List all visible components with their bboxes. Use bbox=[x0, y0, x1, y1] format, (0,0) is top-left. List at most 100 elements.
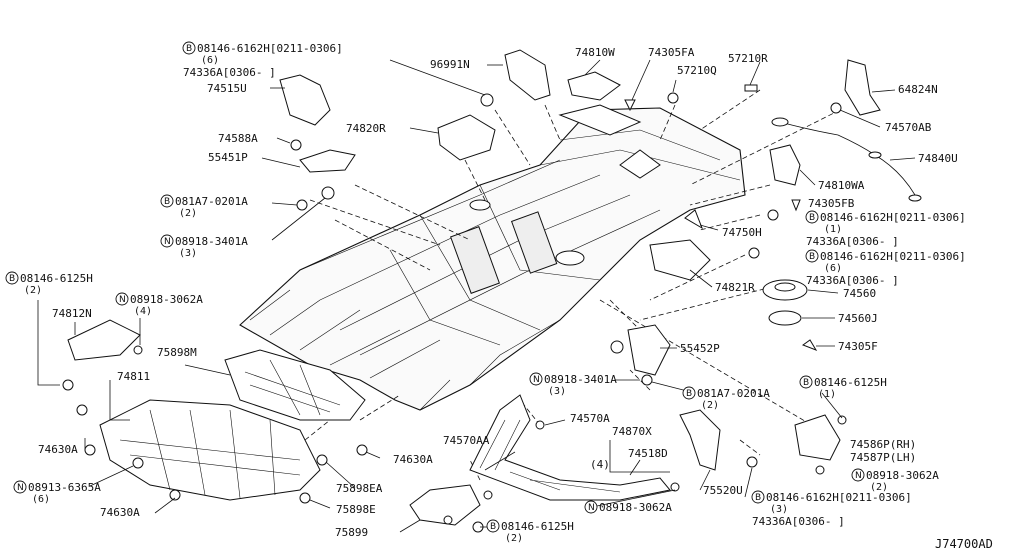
part-number: 74812N bbox=[52, 307, 92, 320]
quantity: (6) bbox=[32, 494, 50, 505]
callout-p-75898ea: 75898EA bbox=[336, 482, 383, 495]
nut-symbol-icon bbox=[115, 292, 129, 306]
part-number: 08146-6125H bbox=[20, 272, 93, 285]
part-number: 64824N bbox=[898, 83, 938, 96]
part-shapes bbox=[62, 49, 922, 533]
part-number: 74305F bbox=[838, 340, 878, 353]
bolt-symbol-icon bbox=[5, 271, 19, 285]
part-number: 74810WA bbox=[818, 179, 865, 192]
part-number: 08146-6162H[0211-0306] bbox=[820, 211, 966, 224]
bolt-symbol-icon bbox=[682, 386, 696, 400]
part-number: 74586P(RH) bbox=[850, 438, 916, 451]
floor-pan bbox=[239, 104, 746, 411]
callout-p-74560j: 74560J bbox=[838, 312, 878, 325]
callout-p-74821r: 74821R bbox=[715, 281, 755, 294]
part-number: 08146-6162H[0211-0306] bbox=[197, 42, 343, 55]
bracket-75520u bbox=[679, 409, 721, 471]
part-number: 74515U bbox=[207, 82, 247, 95]
part-number: 74305FA bbox=[648, 46, 695, 59]
part-number: 08146-6125H bbox=[501, 520, 574, 533]
part-number: 74630A bbox=[100, 506, 140, 519]
callout-p-74810wa: 74810WA bbox=[818, 179, 865, 192]
callout-qty-4: (4) bbox=[590, 458, 610, 471]
callout-code: N bbox=[119, 295, 126, 305]
leader-lines bbox=[37, 59, 916, 533]
callout-p-74840u: 74840U bbox=[918, 152, 958, 165]
callout-p-55451p: 55451P bbox=[208, 151, 248, 164]
quantity: (4) bbox=[134, 306, 152, 317]
callout-code: N bbox=[588, 503, 595, 513]
callout-code: N bbox=[855, 471, 862, 481]
bracket-74810w bbox=[567, 71, 621, 101]
bolt-symbol-icon bbox=[486, 519, 500, 533]
quantity: (6) bbox=[824, 263, 842, 274]
callout-p-74587p: 74587P(LH) bbox=[850, 451, 916, 464]
callout-code: B bbox=[490, 522, 496, 532]
quantity: (3) bbox=[548, 386, 566, 397]
part-number: 55451P bbox=[208, 151, 248, 164]
part-number: 74570A bbox=[570, 412, 610, 425]
bracket-74515u bbox=[279, 74, 331, 126]
part-number: 74518D bbox=[628, 447, 668, 460]
part-number: 75898E bbox=[336, 503, 376, 516]
part-number: 74870X bbox=[612, 425, 652, 438]
callout-code: B bbox=[755, 493, 761, 503]
bracket-74586p bbox=[794, 414, 841, 461]
quantity: (1) bbox=[824, 224, 842, 235]
part-number: (4) bbox=[590, 458, 610, 471]
part-number: 74840U bbox=[918, 152, 958, 165]
callout-p-74630a-1: 74630A bbox=[38, 443, 78, 456]
callout-code: B bbox=[803, 378, 809, 388]
part-number: 55452P bbox=[680, 342, 720, 355]
callout-p-74811: 74811 bbox=[117, 370, 150, 383]
callout-p-74586p: 74586P(RH) bbox=[850, 438, 916, 451]
callout-p-64824n: 64824N bbox=[898, 83, 938, 96]
part-number: 75520U bbox=[703, 484, 743, 497]
part-number: 74811 bbox=[117, 370, 150, 383]
callout-code: B bbox=[164, 197, 170, 207]
part-number: 08146-6162H[0211-0306] bbox=[766, 491, 912, 504]
part-number: 74570AB bbox=[885, 121, 932, 134]
callout-p-74305fa: 74305FA bbox=[648, 46, 695, 59]
callout-code: N bbox=[533, 375, 540, 385]
callout-p-74870x: 74870X bbox=[612, 425, 652, 438]
callout-p-96991n: 96991N bbox=[430, 58, 470, 71]
part-number-alt: 74336A[0306- ] bbox=[806, 274, 899, 287]
callout-p-74630a-2: 74630A bbox=[393, 453, 433, 466]
quantity: (3) bbox=[770, 504, 788, 515]
callout-code: B bbox=[809, 213, 815, 223]
part-number: 74750H bbox=[722, 226, 762, 239]
rail-74870x bbox=[469, 394, 671, 501]
callout-p-57210r: 57210R bbox=[728, 52, 768, 65]
nut-symbol-icon bbox=[851, 468, 865, 482]
callout-p-74810w: 74810W bbox=[575, 46, 615, 59]
cover-74812n bbox=[67, 319, 141, 361]
part-number: 57210R bbox=[728, 52, 768, 65]
quantity: (6) bbox=[201, 55, 219, 66]
callout-p-74305fb: 74305FB bbox=[808, 197, 855, 210]
part-number: 74588A bbox=[218, 132, 258, 145]
part-number: 74810W bbox=[575, 46, 615, 59]
callout-p-74515u: 74515U bbox=[207, 82, 247, 95]
bracket-74821r bbox=[649, 239, 711, 281]
part-number: 74560 bbox=[843, 287, 876, 300]
quantity: (2) bbox=[701, 400, 719, 411]
part-number: 96991N bbox=[430, 58, 470, 71]
nut-symbol-icon bbox=[13, 480, 27, 494]
nut-symbol-icon bbox=[160, 234, 174, 248]
part-number: 08913-6365A bbox=[28, 481, 101, 494]
part-number: 081A7-0201A bbox=[697, 387, 770, 400]
part-number-alt: 74336A[0306- ] bbox=[183, 66, 276, 79]
quantity: (2) bbox=[505, 533, 523, 544]
part-number: 75899 bbox=[335, 526, 368, 539]
bracket-55452p bbox=[627, 324, 671, 376]
callout-p-75899: 75899 bbox=[335, 526, 368, 539]
callout-code: N bbox=[164, 237, 171, 247]
callout-p-75898m: 75898M bbox=[157, 346, 197, 359]
